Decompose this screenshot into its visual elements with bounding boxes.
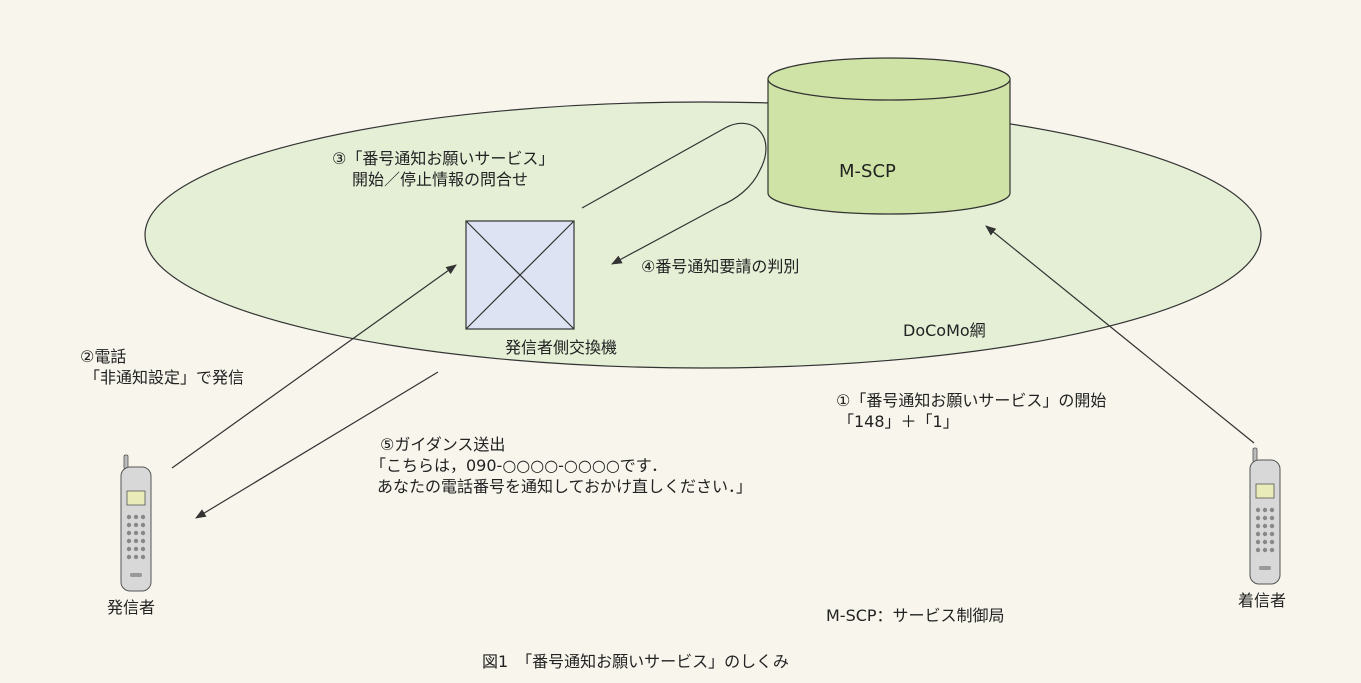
step4-label: ④番号通知要請の判別 <box>641 257 800 276</box>
network-label: DoCoMo網 <box>903 321 986 340</box>
arrow-step5 <box>195 371 439 519</box>
legend-text: M-SCP：サービス制御局 <box>826 606 1005 625</box>
callee-label: 着信者 <box>1238 591 1287 610</box>
network-ellipse <box>144 101 1262 369</box>
step3-line1: ③「番号通知お願いサービス」 <box>332 149 555 168</box>
switch-box-icon <box>465 220 575 330</box>
caller-label: 発信者 <box>107 598 156 617</box>
step2-label: ②電話 「非通知設定」で発信 <box>80 346 244 388</box>
arrow-step2 <box>171 264 457 469</box>
step1-label: ①「番号通知お願いサービス」の開始 「148」＋「1」 <box>836 390 1106 432</box>
step5-line3: あなたの電話番号を通知しておかけ直しください．」 <box>377 477 753 496</box>
arrow-step3-4 <box>581 122 767 265</box>
step5-label: ⑤ガイダンス送出 「こちらは，090-○○○○-○○○○です． あなたの電話番号… <box>370 434 752 497</box>
step1-line2: 「148」＋「1」 <box>838 412 959 431</box>
server-label: M-SCP <box>839 161 896 182</box>
server-body <box>767 79 1011 215</box>
step1-line1: ①「番号通知お願いサービス」の開始 <box>836 391 1107 410</box>
step3-label: ③「番号通知お願いサービス」 開始／停止情報の問合せ <box>332 148 554 190</box>
arrow-step1 <box>985 225 1255 444</box>
mobile-phone-icon <box>120 454 152 592</box>
step5-line1: ⑤ガイダンス送出 <box>380 435 506 454</box>
step5-line2: 「こちらは，090-○○○○-○○○○です． <box>370 456 668 475</box>
server-top <box>767 57 1011 101</box>
figure-caption: 図1 「番号通知お願いサービス」のしくみ <box>482 652 789 671</box>
step3-line2: 開始／停止情報の問合せ <box>352 170 529 189</box>
database-cylinder-icon <box>767 57 1011 215</box>
exchange-label: 発信者側交換機 <box>505 338 618 357</box>
step2-line2: 「非通知設定」で発信 <box>84 368 245 387</box>
mobile-phone-icon <box>1249 447 1281 585</box>
step2-line1: ②電話 <box>80 347 127 366</box>
